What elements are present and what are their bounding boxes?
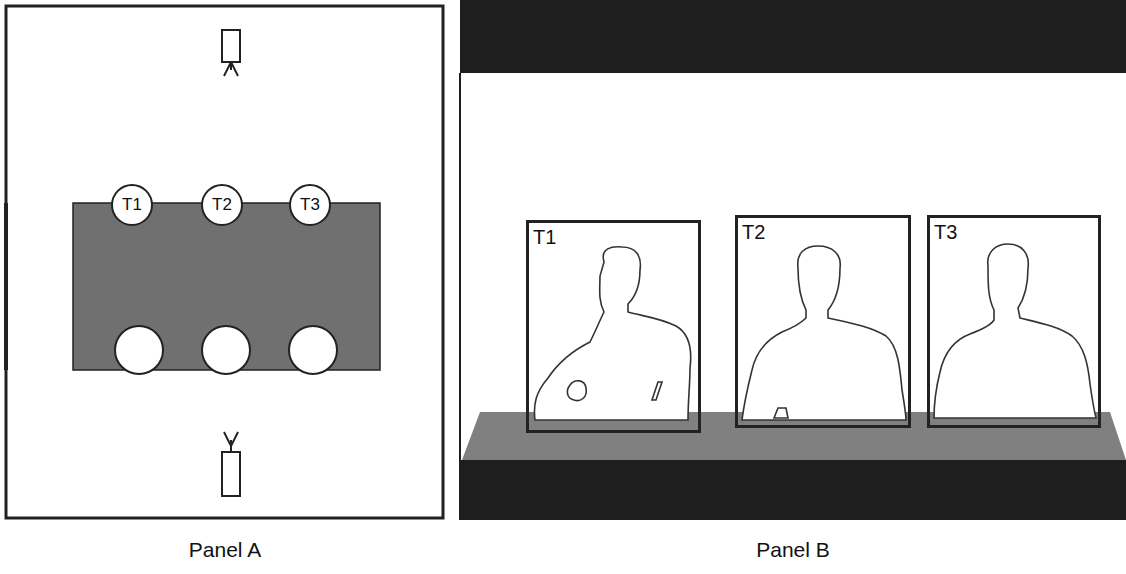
participant-box: T3 — [927, 215, 1101, 428]
seat-circle: T3 — [289, 184, 331, 226]
seat-circle: T2 — [201, 184, 243, 226]
participant-label: T1 — [533, 226, 556, 249]
panel-caption: Panel B — [756, 538, 830, 562]
participant-label: T2 — [212, 195, 232, 215]
participant-box: T2 — [735, 215, 911, 428]
participant-label: T3 — [934, 221, 957, 244]
seat-circle: T1 — [111, 184, 153, 226]
participant-label: T3 — [300, 195, 320, 215]
participant-label: T2 — [742, 221, 765, 244]
panel-caption: Panel A — [189, 538, 261, 562]
participant-box: T1 — [526, 220, 701, 433]
participant-label: T1 — [122, 195, 142, 215]
